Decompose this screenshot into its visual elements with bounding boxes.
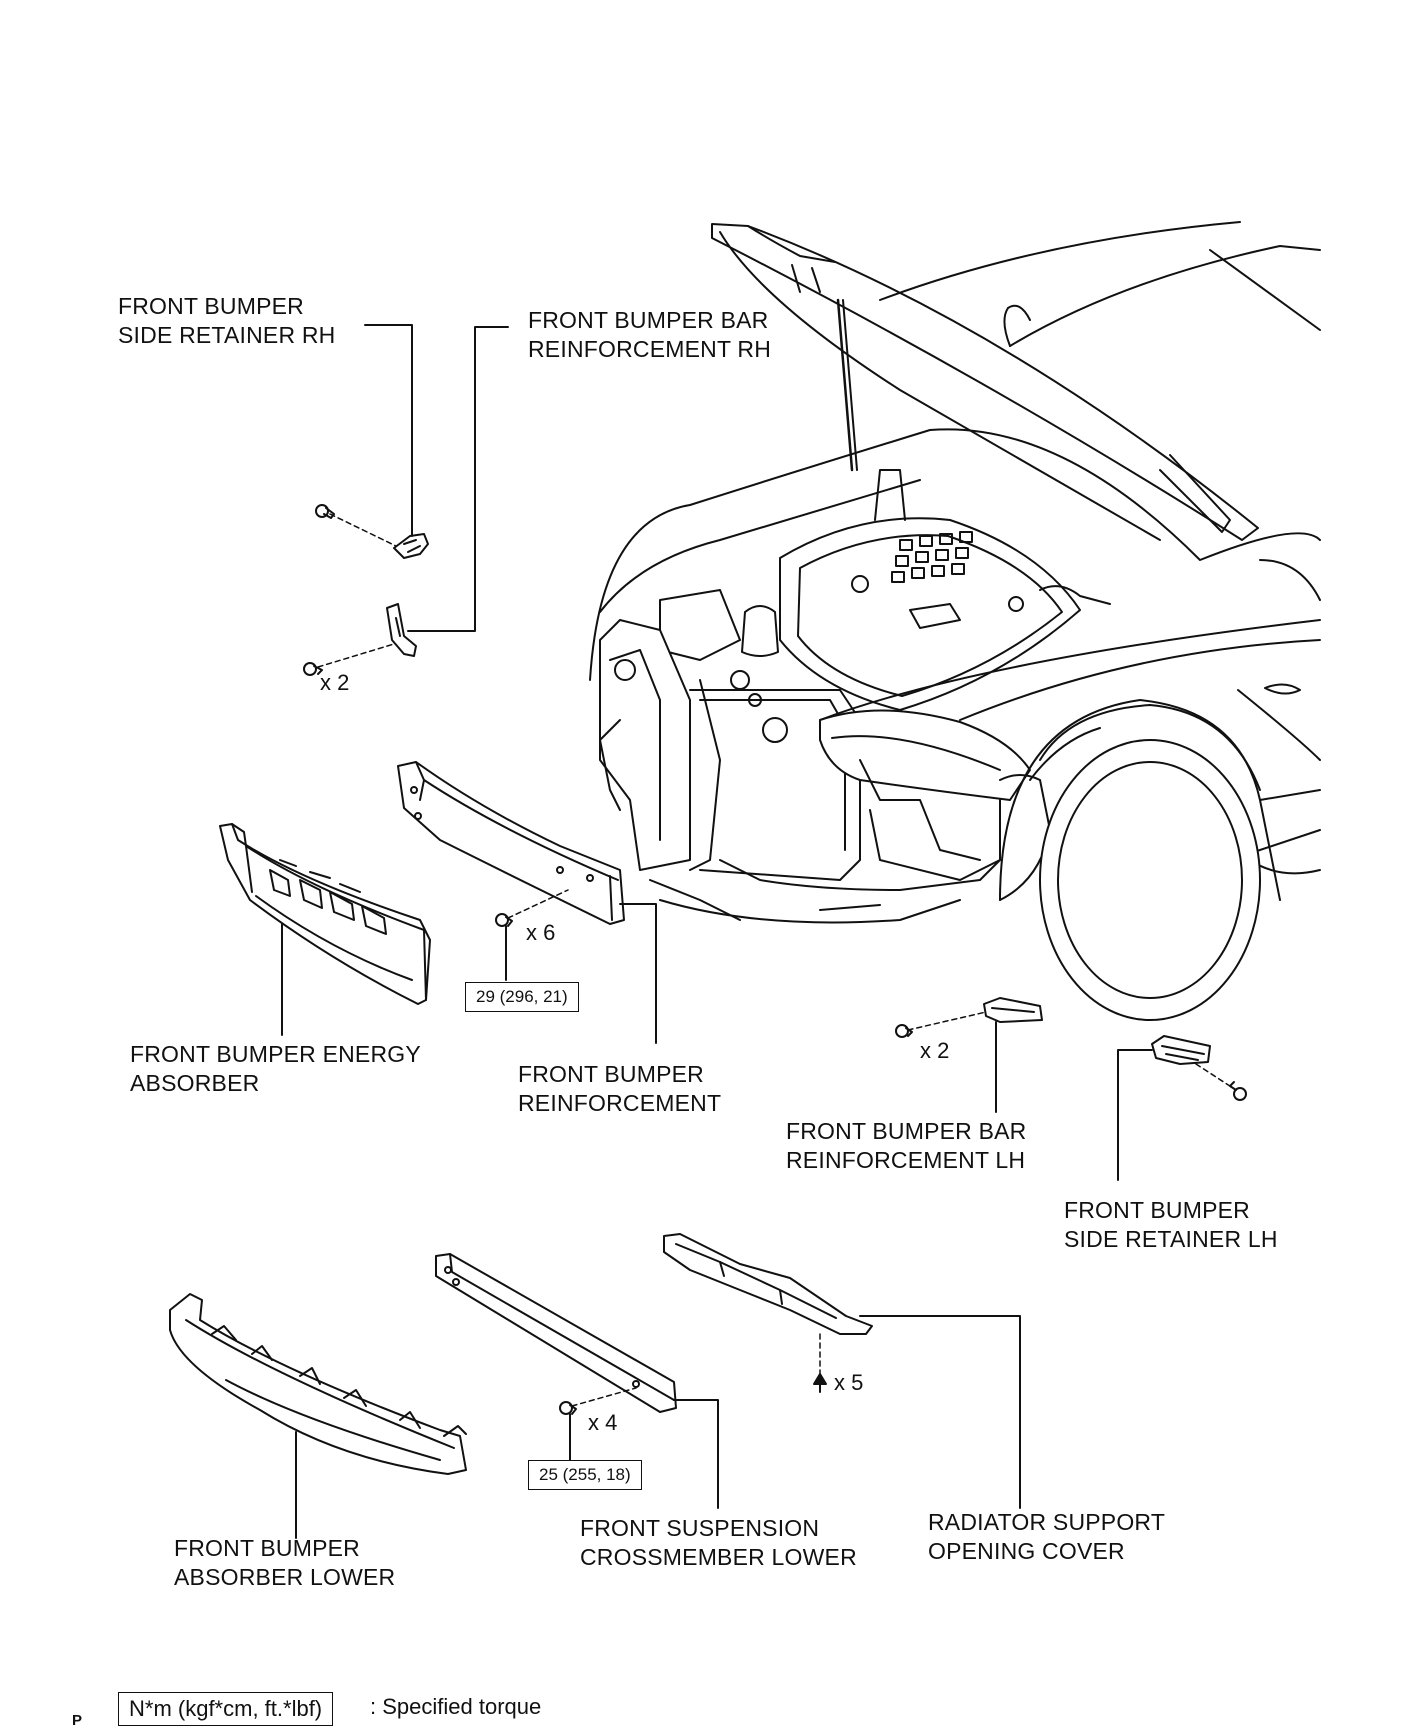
label-side-retainer-lh: FRONT BUMPER SIDE RETAINER LH bbox=[1064, 1196, 1278, 1254]
vehicle-front-illustration bbox=[589, 221, 1321, 1021]
qty-crossmember-bolts: x 4 bbox=[588, 1410, 618, 1435]
label-line: REINFORCEMENT bbox=[518, 1090, 722, 1116]
label-absorber-lower: FRONT BUMPER ABSORBER LOWER bbox=[174, 1534, 395, 1592]
label-line: FRONT BUMPER bbox=[518, 1061, 704, 1087]
label-line: FRONT BUMPER ENERGY bbox=[130, 1041, 421, 1067]
front-bumper-side-retainer-rh bbox=[315, 324, 429, 559]
label-line: REINFORCEMENT LH bbox=[786, 1147, 1026, 1173]
front-bumper-bar-reinforcement-rh bbox=[303, 326, 509, 676]
front-bumper-absorber-lower bbox=[169, 1293, 467, 1539]
qty-rh-bar-bolts: x 2 bbox=[320, 670, 350, 695]
front-bumper-side-retainer-lh bbox=[1117, 1035, 1247, 1181]
label-bar-reinforcement-lh: FRONT BUMPER BAR REINFORCEMENT LH bbox=[786, 1117, 1026, 1175]
label-line: CROSSMEMBER LOWER bbox=[580, 1544, 857, 1570]
label-line: SIDE RETAINER LH bbox=[1064, 1226, 1278, 1252]
label-reinforcement: FRONT BUMPER REINFORCEMENT bbox=[518, 1060, 721, 1118]
label-line: FRONT BUMPER BAR bbox=[786, 1118, 1027, 1144]
qty-lh-bar-bolts: x 2 bbox=[920, 1038, 950, 1063]
label-line: OPENING COVER bbox=[928, 1538, 1125, 1564]
label-line: FRONT BUMPER bbox=[118, 293, 304, 319]
label-line: ABSORBER LOWER bbox=[174, 1564, 396, 1590]
label-line: FRONT BUMPER bbox=[174, 1535, 360, 1561]
torque-spec-crossmember: 25 (255, 18) bbox=[528, 1460, 642, 1490]
label-side-retainer-rh: FRONT BUMPER SIDE RETAINER RH bbox=[118, 292, 335, 350]
label-line: FRONT BUMPER bbox=[1064, 1197, 1250, 1223]
label-line: REINFORCEMENT RH bbox=[528, 336, 772, 362]
torque-legend-text: : Specified torque bbox=[370, 1694, 542, 1719]
label-line: FRONT BUMPER BAR bbox=[528, 307, 769, 333]
radiator-support-opening-cover bbox=[663, 1233, 1021, 1509]
label-line: ABSORBER bbox=[130, 1070, 260, 1096]
label-radiator-cover: RADIATOR SUPPORT OPENING COVER bbox=[928, 1508, 1165, 1566]
qty-reinforcement-bolts: x 6 bbox=[526, 920, 556, 945]
front-bumper-bar-reinforcement-lh bbox=[895, 997, 1043, 1113]
corner-mark: P bbox=[72, 1712, 83, 1729]
label-line: SIDE RETAINER RH bbox=[118, 322, 336, 348]
label-bar-reinforcement-rh: FRONT BUMPER BAR REINFORCEMENT RH bbox=[528, 306, 771, 364]
label-line: RADIATOR SUPPORT bbox=[928, 1509, 1166, 1535]
qty-radiator-clips: x 5 bbox=[834, 1370, 864, 1395]
front-suspension-crossmember-lower bbox=[435, 1253, 719, 1509]
torque-spec-reinforcement: 29 (296, 21) bbox=[465, 982, 579, 1012]
front-bumper-reinforcement bbox=[397, 761, 657, 1044]
label-crossmember-lower: FRONT SUSPENSION CROSSMEMBER LOWER bbox=[580, 1514, 857, 1572]
front-bumper-energy-absorber bbox=[219, 823, 431, 1036]
torque-legend-box: N*m (kgf*cm, ft.*lbf) bbox=[118, 1692, 334, 1726]
label-energy-absorber: FRONT BUMPER ENERGY ABSORBER bbox=[130, 1040, 421, 1098]
label-line: FRONT SUSPENSION bbox=[580, 1515, 820, 1541]
